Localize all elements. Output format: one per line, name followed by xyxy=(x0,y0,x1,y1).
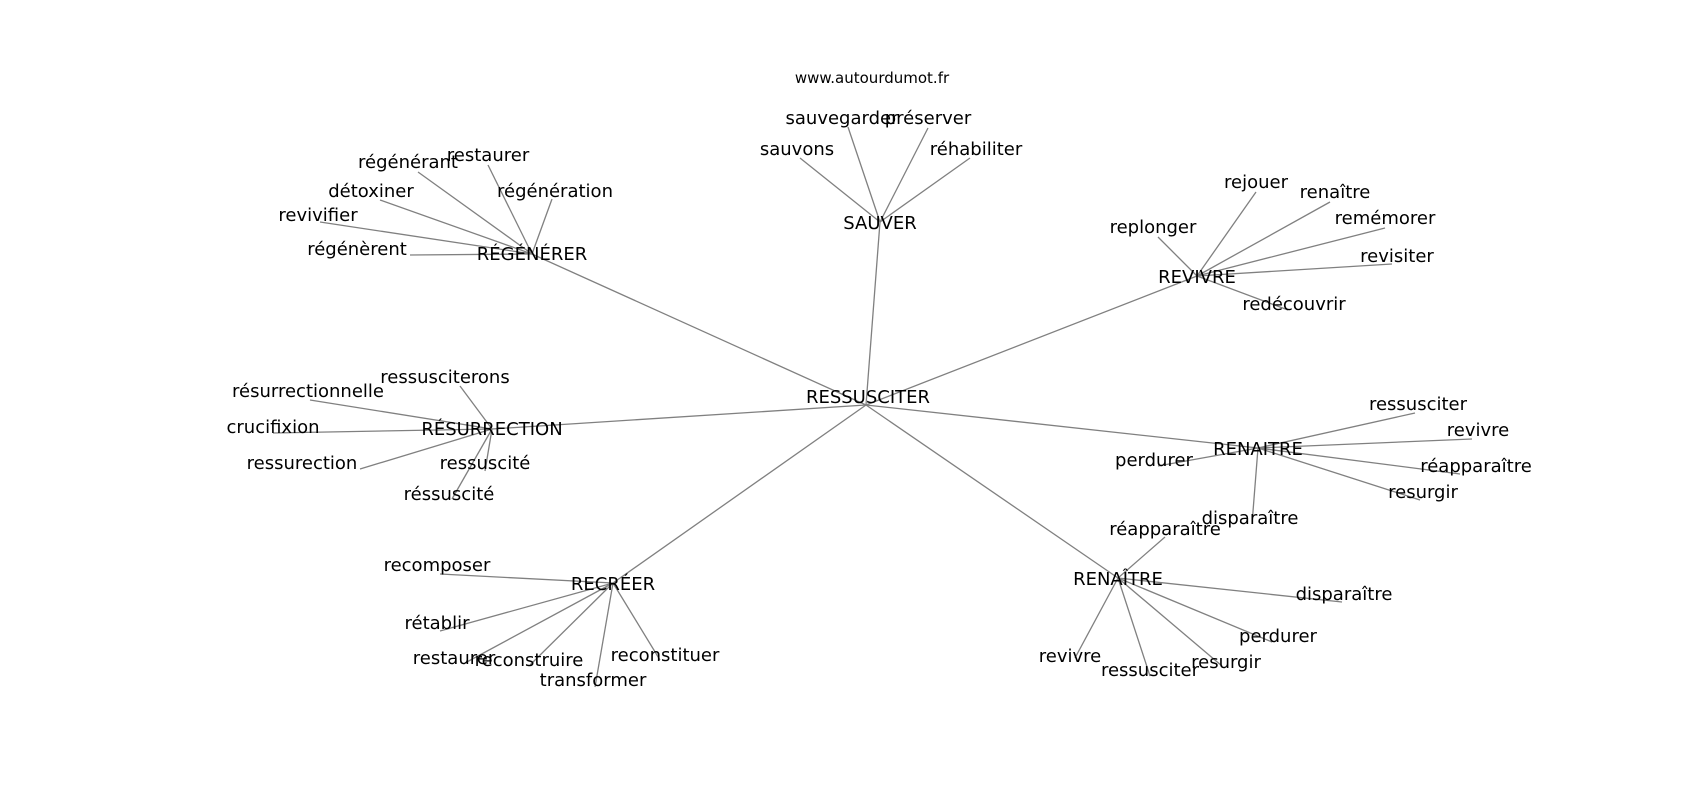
edge-center-regenerer xyxy=(531,253,867,406)
edge-resurrection-ressuscite xyxy=(451,428,493,500)
leaf-node-resurrection-ressurection[interactable]: ressurection xyxy=(247,453,358,474)
hub-node-sauver[interactable]: SAUVER xyxy=(843,213,916,234)
edge-revivre-redecouvrir xyxy=(1196,275,1289,311)
leaf-node-regenerer-detoxiner[interactable]: détoxiner xyxy=(328,181,414,202)
leaf-node-renaitre-ressusciter[interactable]: ressusciter xyxy=(1101,660,1200,681)
edge-resurrection-ressuscite xyxy=(484,428,493,472)
leaf-node-resurrection-ressusciterons[interactable]: ressusciterons xyxy=(380,367,509,388)
edge-recreer-reconstituer xyxy=(612,582,661,661)
edge-regenerer-revivifier xyxy=(319,221,533,255)
leaf-node-sauver-preserver[interactable]: préserver xyxy=(885,108,972,129)
leaf-node-renaitre-resurgir[interactable]: resurgir xyxy=(1388,482,1458,503)
edge-revivre-revisiter xyxy=(1196,263,1393,277)
hub-node-renaitre[interactable]: RENAITRE xyxy=(1213,439,1303,460)
leaf-node-revivre-replonger[interactable]: replonger xyxy=(1110,217,1197,238)
edge-regenerer-regenerant xyxy=(417,171,533,255)
leaf-node-regenerer-regenerent[interactable]: régénèrent xyxy=(307,239,407,260)
edge-revivre-rejouer xyxy=(1196,191,1257,277)
leaf-node-recreer-reconstituer[interactable]: reconstituer xyxy=(611,645,720,666)
leaf-node-recreer-recomposer[interactable]: recomposer xyxy=(384,555,491,576)
edge-regenerer-restaurer xyxy=(487,164,533,255)
leaf-node-renaitre-resurgir[interactable]: resurgir xyxy=(1191,652,1261,673)
edge-recreer-recomposer xyxy=(439,573,614,584)
leaf-node-recreer-transformer[interactable]: transformer xyxy=(540,670,647,691)
leaf-node-revivre-redecouvrir[interactable]: redécouvrir xyxy=(1242,294,1346,315)
edge-center-revivre xyxy=(865,275,1198,406)
edge-renaitre-resurgir xyxy=(1257,447,1421,501)
hub-node-revivre[interactable]: REVIVRE xyxy=(1158,267,1236,288)
leaf-node-resurrection-crucifixion[interactable]: crucifixion xyxy=(226,417,319,438)
leaf-node-sauver-sauvons[interactable]: sauvons xyxy=(760,139,834,160)
edge-revivre-rememorer xyxy=(1196,227,1386,277)
leaf-node-renaitre-ressusciter[interactable]: ressusciter xyxy=(1369,394,1468,415)
leaf-node-recreer-restaurer[interactable]: restaurer xyxy=(413,648,496,669)
leaf-node-regenerer-regenerant[interactable]: régénérant xyxy=(358,152,458,173)
edge-recreer-reconstruire xyxy=(529,582,614,666)
leaf-node-recreer-reconstruire[interactable]: reconstruire xyxy=(475,650,584,671)
leaf-node-renaitre-disparaitre[interactable]: disparaître xyxy=(1202,508,1299,529)
leaf-node-resurrection-ressuscite[interactable]: ressuscité xyxy=(440,453,531,474)
leaf-node-resurrection-resurrectionnelle[interactable]: résurrectionnelle xyxy=(232,381,384,402)
edge-resurrection-crucifixion xyxy=(272,428,493,434)
center-node[interactable]: RESSUSCITER xyxy=(806,387,930,408)
edge-renaitre-reapparaitre xyxy=(1117,536,1166,579)
edge-renaitre-reapparaitre xyxy=(1257,447,1461,475)
edge-center-renaitre xyxy=(865,404,1259,449)
leaf-node-resurrection-ressuscite[interactable]: réssuscité xyxy=(404,484,495,505)
leaf-node-revivre-renaitre[interactable]: renaître xyxy=(1300,182,1371,203)
graph-labels: www.autourdumot.fr RESSUSCITER SAUVER sau… xyxy=(226,69,1531,691)
hub-node-resurrection[interactable]: RÉSURRECTION xyxy=(421,418,562,440)
edge-renaitre-disparaitre xyxy=(1117,577,1343,603)
edge-regenerer-regenerent xyxy=(409,253,533,256)
edge-revivre-replonger xyxy=(1157,236,1198,277)
edge-renaitre-revivre xyxy=(1074,577,1119,659)
leaf-node-renaitre-reapparaitre[interactable]: réapparaître xyxy=(1109,519,1221,540)
leaf-node-renaitre-disparaitre[interactable]: disparaître xyxy=(1296,584,1393,605)
edge-regenerer-detoxiner xyxy=(379,199,533,255)
edge-renaitre-disparaitre xyxy=(1251,447,1259,525)
edge-regenerer-regeneration xyxy=(531,198,553,255)
edge-renaitre-resurgir xyxy=(1117,577,1223,667)
graph-edges xyxy=(272,126,1473,688)
edge-renaitre-perdurer xyxy=(1117,577,1273,643)
hub-node-recreer[interactable]: RECRÉER xyxy=(571,573,655,595)
site-url[interactable]: www.autourdumot.fr xyxy=(795,69,950,87)
leaf-node-sauver-sauvegarder[interactable]: sauvegarder xyxy=(786,108,900,129)
leaf-node-regenerer-regeneration[interactable]: régénération xyxy=(497,181,613,202)
leaf-node-renaitre-perdurer[interactable]: perdurer xyxy=(1239,626,1317,647)
edge-resurrection-ressurection xyxy=(359,428,493,470)
edge-sauver-rehabiliter xyxy=(879,157,971,223)
edge-sauver-sauvegarder xyxy=(847,126,881,223)
leaf-node-renaitre-revivre[interactable]: revivre xyxy=(1447,420,1509,441)
edge-sauver-preserver xyxy=(879,127,929,223)
edge-center-recreer xyxy=(612,404,867,584)
edge-revivre-renaitre xyxy=(1196,201,1331,277)
edge-center-renaitre xyxy=(865,404,1119,579)
edge-resurrection-resurrectionnelle xyxy=(309,399,493,430)
leaf-node-revivre-revisiter[interactable]: revisiter xyxy=(1360,246,1434,267)
edge-renaitre-ressusciter xyxy=(1117,577,1151,677)
edge-recreer-retablir xyxy=(439,582,614,632)
leaf-node-renaitre-perdurer[interactable]: perdurer xyxy=(1115,450,1193,471)
leaf-node-revivre-rememorer[interactable]: remémorer xyxy=(1335,208,1436,229)
leaf-node-regenerer-revivifier[interactable]: revivifier xyxy=(278,205,358,226)
leaf-node-renaitre-reapparaitre[interactable]: réapparaître xyxy=(1420,456,1532,477)
leaf-node-renaitre-revivre[interactable]: revivre xyxy=(1039,646,1101,667)
edge-renaitre-revivre xyxy=(1257,438,1473,449)
leaf-node-revivre-rejouer[interactable]: rejouer xyxy=(1224,172,1289,193)
leaf-node-regenerer-restaurer[interactable]: restaurer xyxy=(447,145,530,166)
edge-recreer-restaurer xyxy=(464,582,614,664)
leaf-node-recreer-retablir[interactable]: rétablir xyxy=(405,613,471,634)
edge-sauver-sauvons xyxy=(799,157,881,223)
edge-renaitre-perdurer xyxy=(1157,447,1259,467)
leaf-node-sauver-rehabiliter[interactable]: réhabiliter xyxy=(930,139,1023,160)
hub-node-regenerer[interactable]: RÉGÉNÉRER xyxy=(477,243,587,265)
edge-center-resurrection xyxy=(491,404,867,430)
edge-center-sauver xyxy=(865,221,881,406)
edge-renaitre-ressusciter xyxy=(1257,412,1416,449)
edge-recreer-transformer xyxy=(594,582,614,688)
hub-node-renaitre[interactable]: RENAÎTRE xyxy=(1073,568,1163,590)
edge-resurrection-ressusciterons xyxy=(459,385,493,430)
